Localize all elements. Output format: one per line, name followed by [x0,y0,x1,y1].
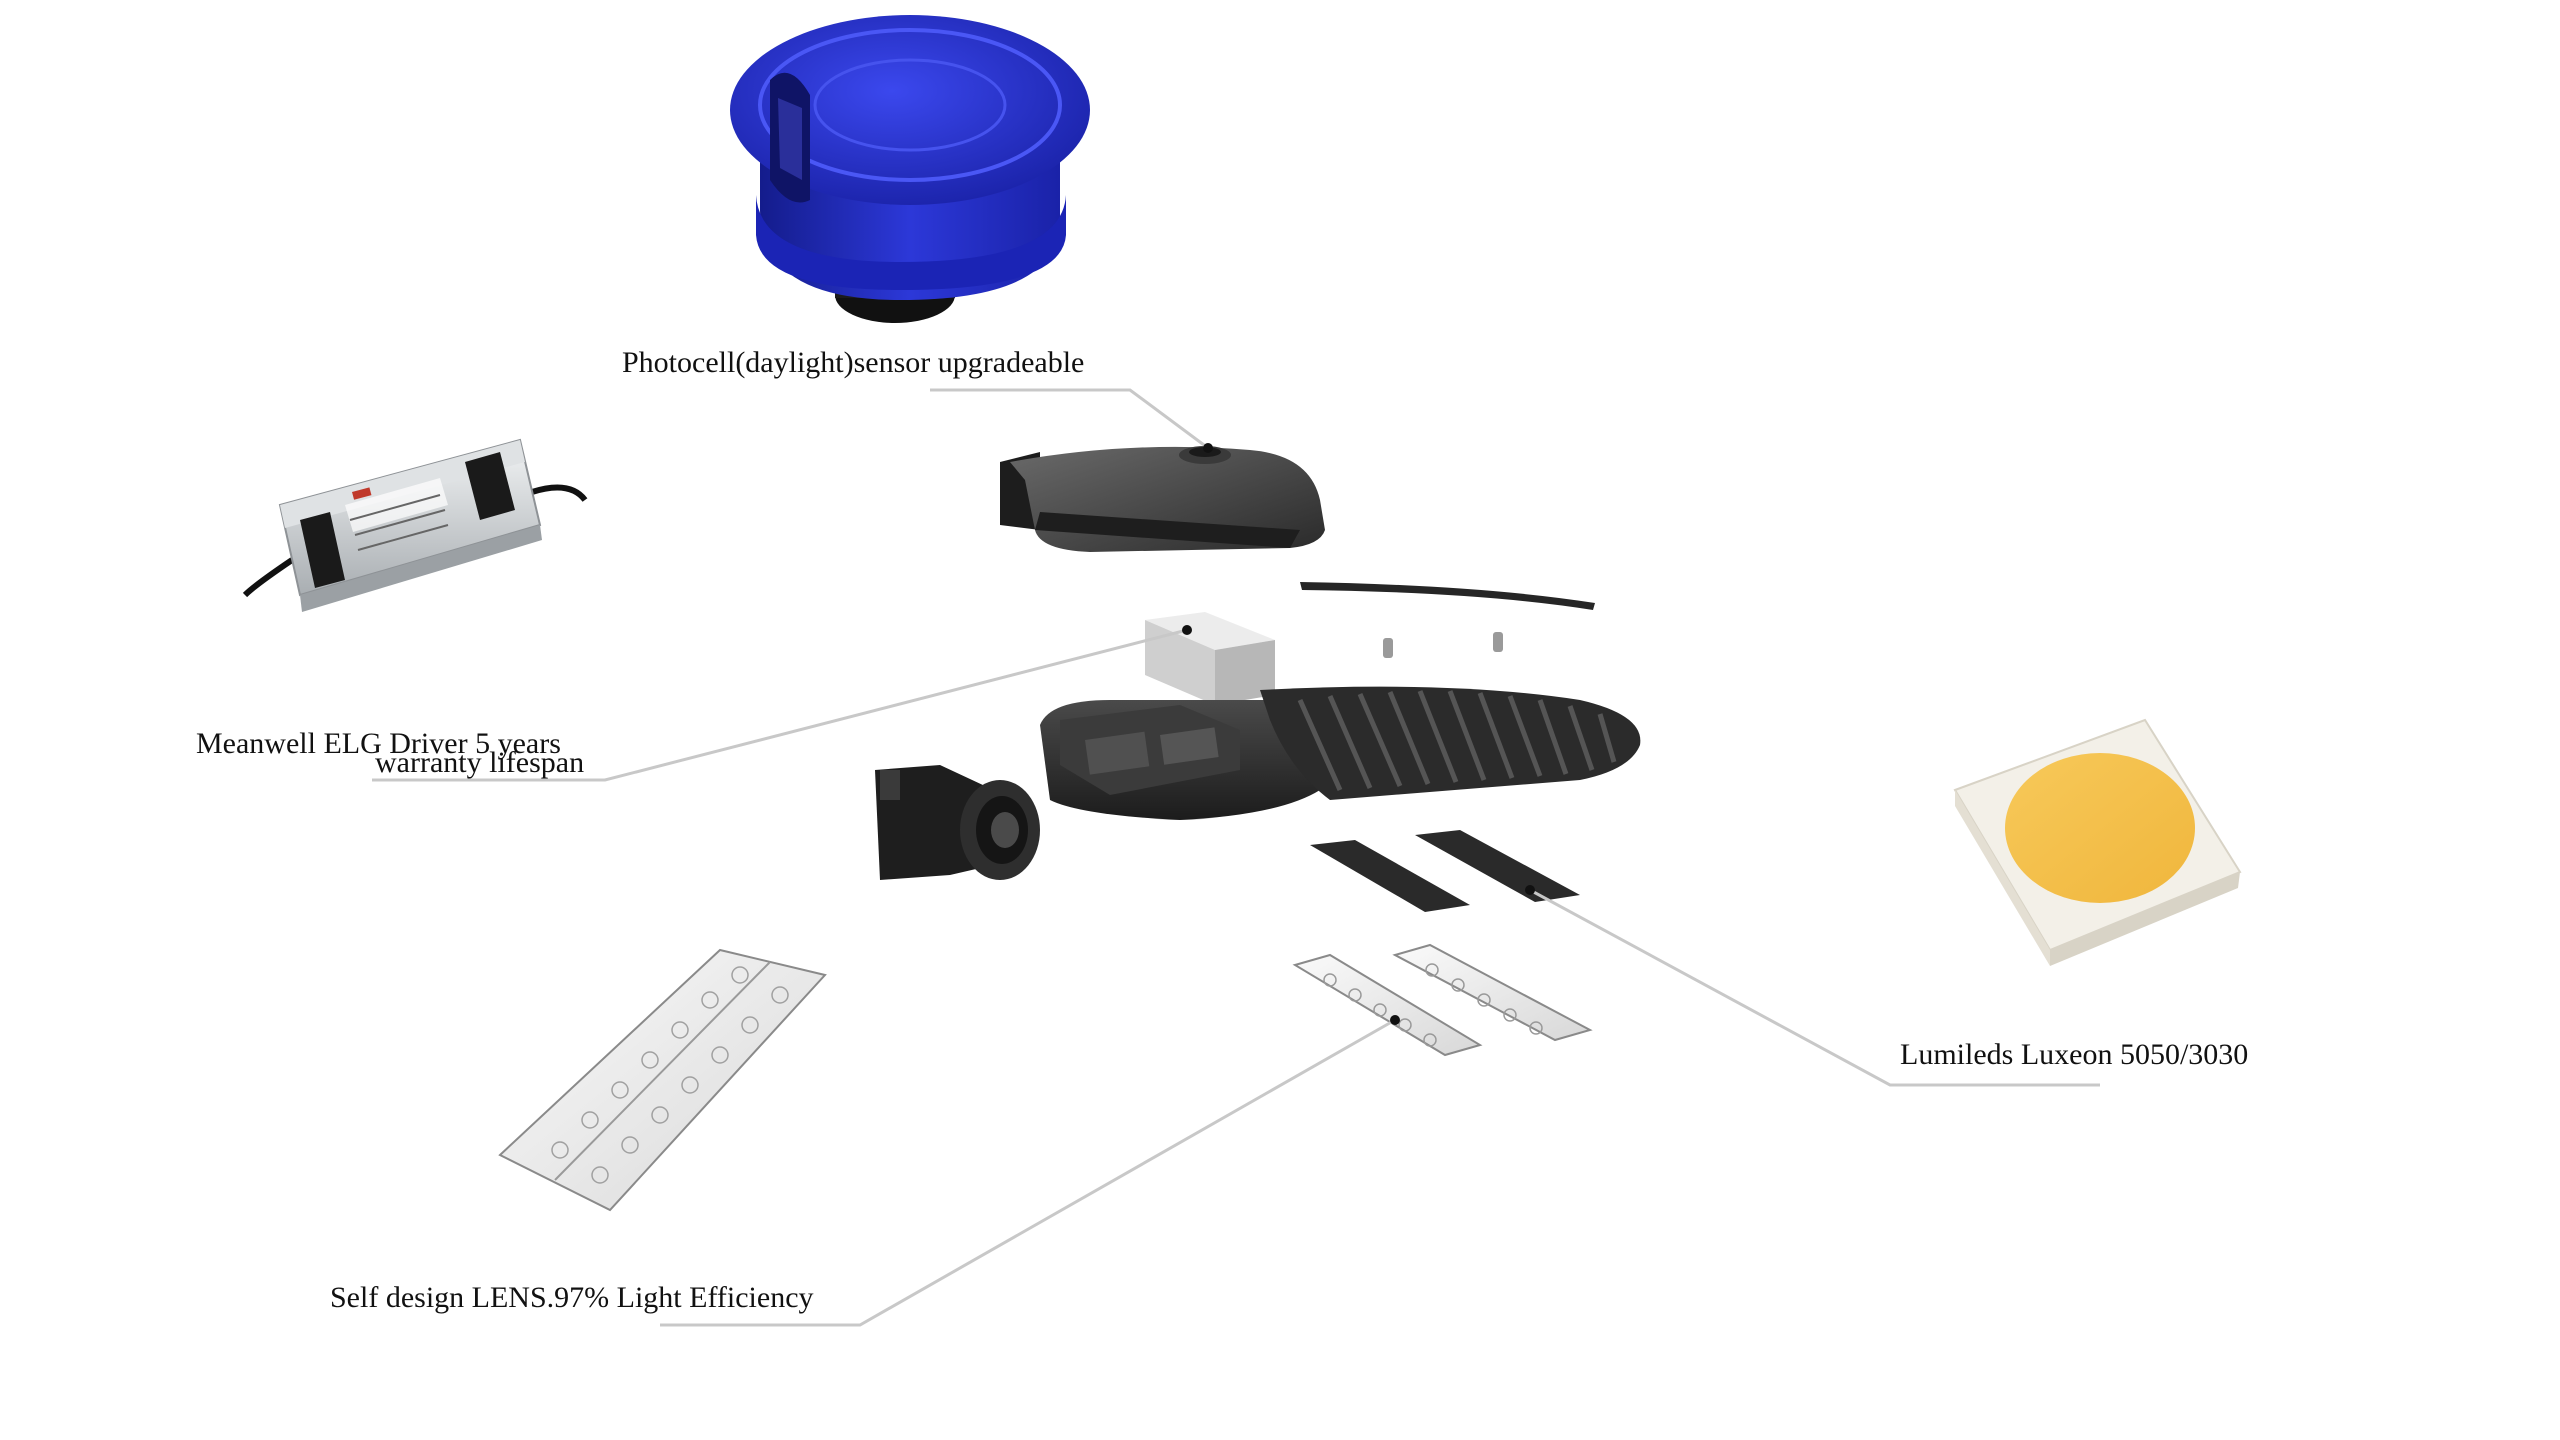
leader-line-led [1529,888,2100,1087]
callout-led: Lumileds Luxeon 5050/3030 [1900,1038,2249,1071]
callout-photocell: Photocell(daylight)sensor upgradeable [622,346,1085,379]
leader-dot-lens [1390,1015,1400,1025]
large-lens-panel-image [498,948,827,1212]
photocell-sensor-image [730,15,1090,323]
leader-dot-led [1525,885,1535,895]
leader-line-driver [372,628,1188,782]
leader-dot-driver [1182,625,1192,635]
callout-lens: Self design LENS.97% Light Efficiency [330,1281,814,1314]
screws-image [1383,632,1503,658]
callout-driver-line2: warranty lifespan [375,746,585,779]
callout-driver-line1: Meanwell ELG Driver 5 years [196,727,561,760]
leader-line-photocell [930,388,1209,450]
leader-lines [372,388,2100,1327]
driver-box-image [1145,612,1275,705]
meanwell-driver-image [242,438,588,612]
leader-line-lens [660,1018,1396,1327]
led-boards-image [1310,830,1580,912]
top-cover-image [1000,446,1325,552]
pole-adapter-image [875,765,1040,880]
main-housing-image [1040,686,1641,820]
gasket-strip-image [1300,582,1595,610]
leader-dot-photocell [1203,443,1213,453]
luxeon-led-image [1953,718,2242,966]
small-lens-pair-image [1292,943,1593,1057]
